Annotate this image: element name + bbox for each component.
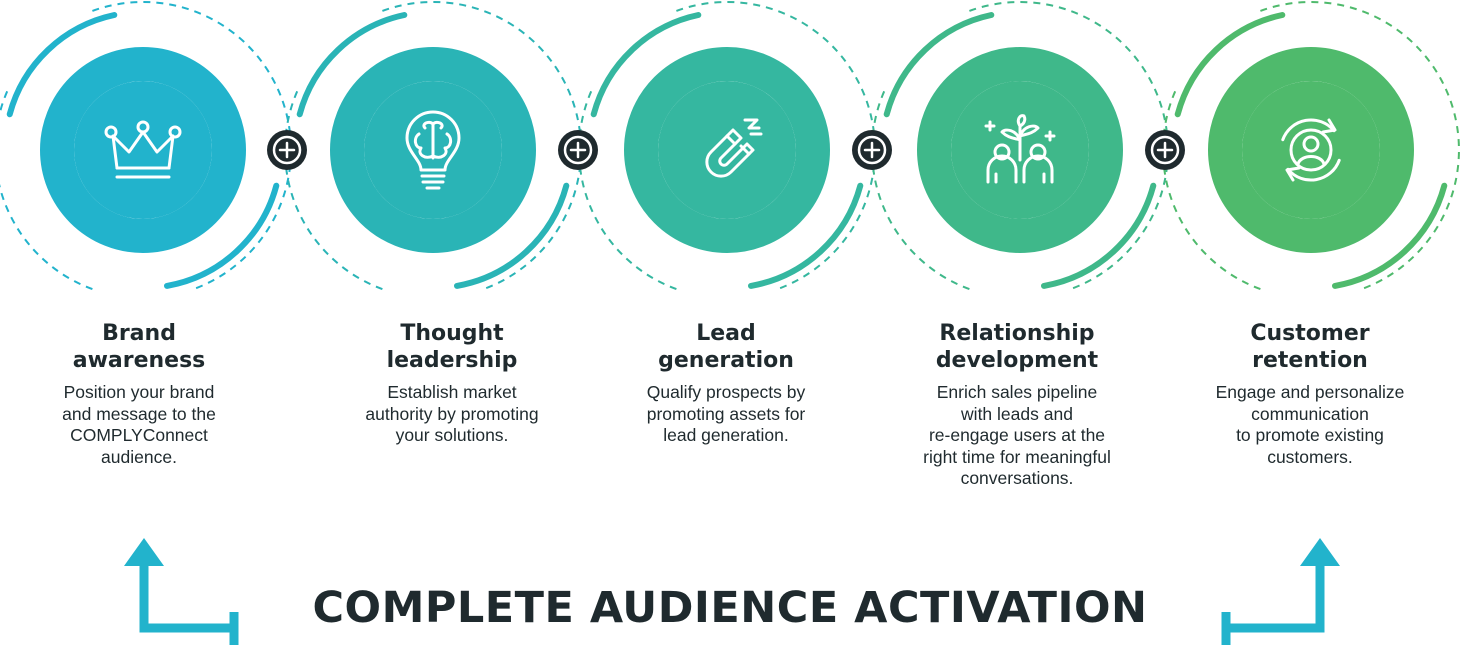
stage-column-thought-leadership: Thought leadership Establish market auth… — [332, 320, 572, 447]
dashed-orbit — [871, 87, 970, 291]
solid-orbit — [454, 182, 570, 289]
solid-orbit — [6, 12, 118, 118]
stage-icons — [104, 110, 1341, 190]
stage-column-relationship-development: Relationship development Enrich sales pi… — [897, 320, 1137, 490]
feedback-arrows — [124, 538, 1340, 645]
stage-ring-5 — [1162, 0, 1460, 291]
solid-orbit — [590, 12, 702, 118]
dashed-orbit — [578, 87, 677, 291]
stage-title: Brand awareness — [72, 321, 206, 373]
plus-circle-icon — [852, 130, 892, 170]
stage-description: Position your brand and message to the C… — [62, 382, 216, 467]
headline: COMPLETE AUDIENCE ACTIVATION — [312, 583, 1148, 633]
stage-column-lead-generation: Lead generation Qualify prospects by pro… — [606, 320, 846, 447]
solid-orbit — [883, 12, 995, 118]
solid-orbit — [164, 182, 280, 289]
solid-orbit — [1332, 182, 1448, 289]
stage-title: Thought leadership — [386, 321, 518, 373]
solid-orbit — [1174, 12, 1286, 118]
lightbulb-brain-icon — [405, 110, 461, 190]
stage-description: Engage and personalize communication to … — [1215, 382, 1405, 467]
stage-column-brand-awareness: Brand awareness Position your brand and … — [19, 320, 259, 468]
magnet-icon — [705, 118, 763, 178]
stage-column-customer-retention: Customer retention Engage and personaliz… — [1190, 320, 1430, 468]
dashed-orbit — [676, 0, 877, 291]
stage-ring-1 — [0, 0, 293, 291]
solid-orbit — [1041, 182, 1157, 289]
stage-rings — [0, 0, 1460, 291]
dashed-orbit — [284, 87, 383, 291]
user-cycle-icon — [1281, 118, 1341, 182]
stage-title: Relationship development — [935, 321, 1099, 373]
stage-ring-3 — [578, 0, 877, 291]
plus-circle-icon — [267, 130, 307, 170]
right-up-arrow-icon — [1221, 538, 1340, 645]
people-plant-icon — [984, 114, 1056, 184]
dashed-orbit — [382, 0, 583, 291]
plus-circle-icon — [1145, 130, 1185, 170]
dashed-orbit — [1162, 87, 1261, 291]
stage-ring-core — [74, 81, 212, 219]
stage-description: Enrich sales pipeline with leads and re-… — [923, 382, 1111, 488]
left-up-arrow-icon — [124, 538, 239, 645]
stage-description: Qualify prospects by promoting assets fo… — [646, 382, 806, 445]
dashed-orbit — [0, 87, 93, 291]
solid-orbit — [748, 182, 864, 289]
crown-icon — [104, 120, 182, 179]
plus-connectors — [267, 130, 1185, 170]
dashed-orbit — [969, 0, 1170, 291]
plus-circle-icon — [558, 130, 598, 170]
stage-description: Establish market authority by promoting … — [365, 382, 539, 445]
dashed-orbit — [1260, 0, 1460, 291]
stage-title: Customer retention — [1250, 321, 1370, 373]
solid-orbit — [296, 12, 408, 118]
dashed-orbit — [92, 0, 293, 291]
stage-title: Lead generation — [658, 321, 794, 373]
